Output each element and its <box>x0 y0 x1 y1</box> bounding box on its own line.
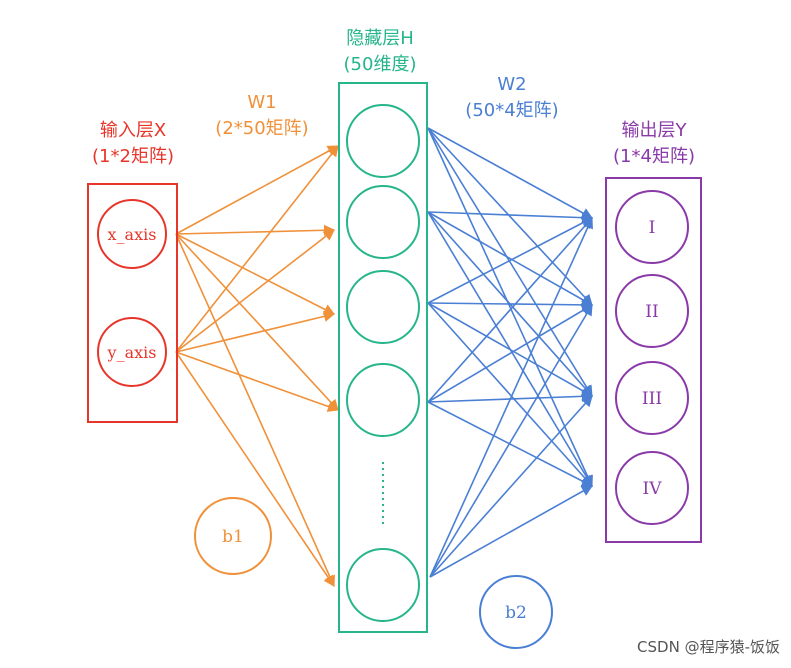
hidden-node <box>346 363 420 437</box>
w2-title: W2 <box>497 74 527 95</box>
w2-connection-arrow <box>427 217 593 304</box>
output-node-4-label: IV <box>643 479 663 499</box>
w1-connection-arrow <box>175 145 339 235</box>
output-node-1 <box>615 190 689 264</box>
output-node-3-label: III <box>642 389 662 409</box>
w2-connection-arrow <box>427 127 593 397</box>
input-node-x <box>97 199 167 269</box>
w2-connection-arrow <box>429 304 593 578</box>
w1-connection-arrow <box>175 229 335 353</box>
input-layer-title: 输入层X <box>99 120 167 141</box>
input-node-y-label: y_axis <box>107 343 157 362</box>
hidden-node <box>346 185 420 259</box>
w2-connection-arrow <box>429 216 593 578</box>
output-layer-box <box>605 177 702 543</box>
w1-connection-arrow <box>175 233 339 411</box>
hidden-node <box>346 548 420 622</box>
input-node-x-label: x_axis <box>108 225 157 244</box>
w2-shape: (50*4矩阵) <box>465 100 559 121</box>
w1-connection-arrow <box>175 233 335 315</box>
output-node-2-label: II <box>645 302 658 322</box>
w2-connection-arrow <box>427 211 594 224</box>
w1-title: W1 <box>247 92 277 113</box>
w1-connection-arrow <box>175 224 336 236</box>
hidden-node <box>346 270 420 344</box>
hidden-layer-shape: (50维度) <box>343 54 417 75</box>
bias-b1-label: b1 <box>222 527 244 547</box>
w2-connection-arrow <box>427 302 593 397</box>
w2-connection-arrow <box>427 211 593 306</box>
w2-connection-arrow <box>427 304 593 403</box>
w2-connections <box>427 127 594 578</box>
input-layer-shape: (1*2矩阵) <box>92 146 174 167</box>
w2-connection-arrow <box>429 395 593 578</box>
output-node-3 <box>615 361 689 435</box>
output-node-1-label: I <box>649 218 656 238</box>
w2-connection-arrow <box>427 299 594 311</box>
hidden-node <box>346 104 420 178</box>
w1-connection-arrow <box>175 233 335 588</box>
bias-b2-label: b2 <box>505 603 527 623</box>
w2-connection-arrow <box>427 127 593 488</box>
w1-connection-arrow <box>175 310 336 353</box>
bias-b1-node <box>194 497 272 575</box>
output-node-2 <box>615 274 689 348</box>
input-layer-box <box>87 183 178 423</box>
w1-connection-arrow <box>175 351 335 587</box>
w1-connection-arrow <box>175 351 340 412</box>
w2-connection-arrow <box>427 127 593 306</box>
w2-connection-arrow <box>427 127 593 219</box>
w2-connection-arrow <box>427 217 593 403</box>
output-layer-title: 输出层Y <box>621 120 687 141</box>
hidden-layer-box <box>338 82 428 633</box>
bias-b2-node <box>479 575 553 649</box>
w1-shape: (2*50矩阵) <box>215 118 309 139</box>
output-layer-shape: (1*4矩阵) <box>613 146 695 167</box>
hidden-layer-title: 隐藏层H <box>346 28 414 49</box>
w1-connections <box>175 145 340 588</box>
watermark: CSDN @程序猿-饭饭 <box>637 638 780 656</box>
w2-connection-arrow <box>429 485 593 578</box>
output-node-4 <box>615 451 689 525</box>
w1-connection-arrow <box>175 145 339 353</box>
w2-connection-arrow <box>427 302 593 487</box>
input-node-y <box>97 317 167 387</box>
